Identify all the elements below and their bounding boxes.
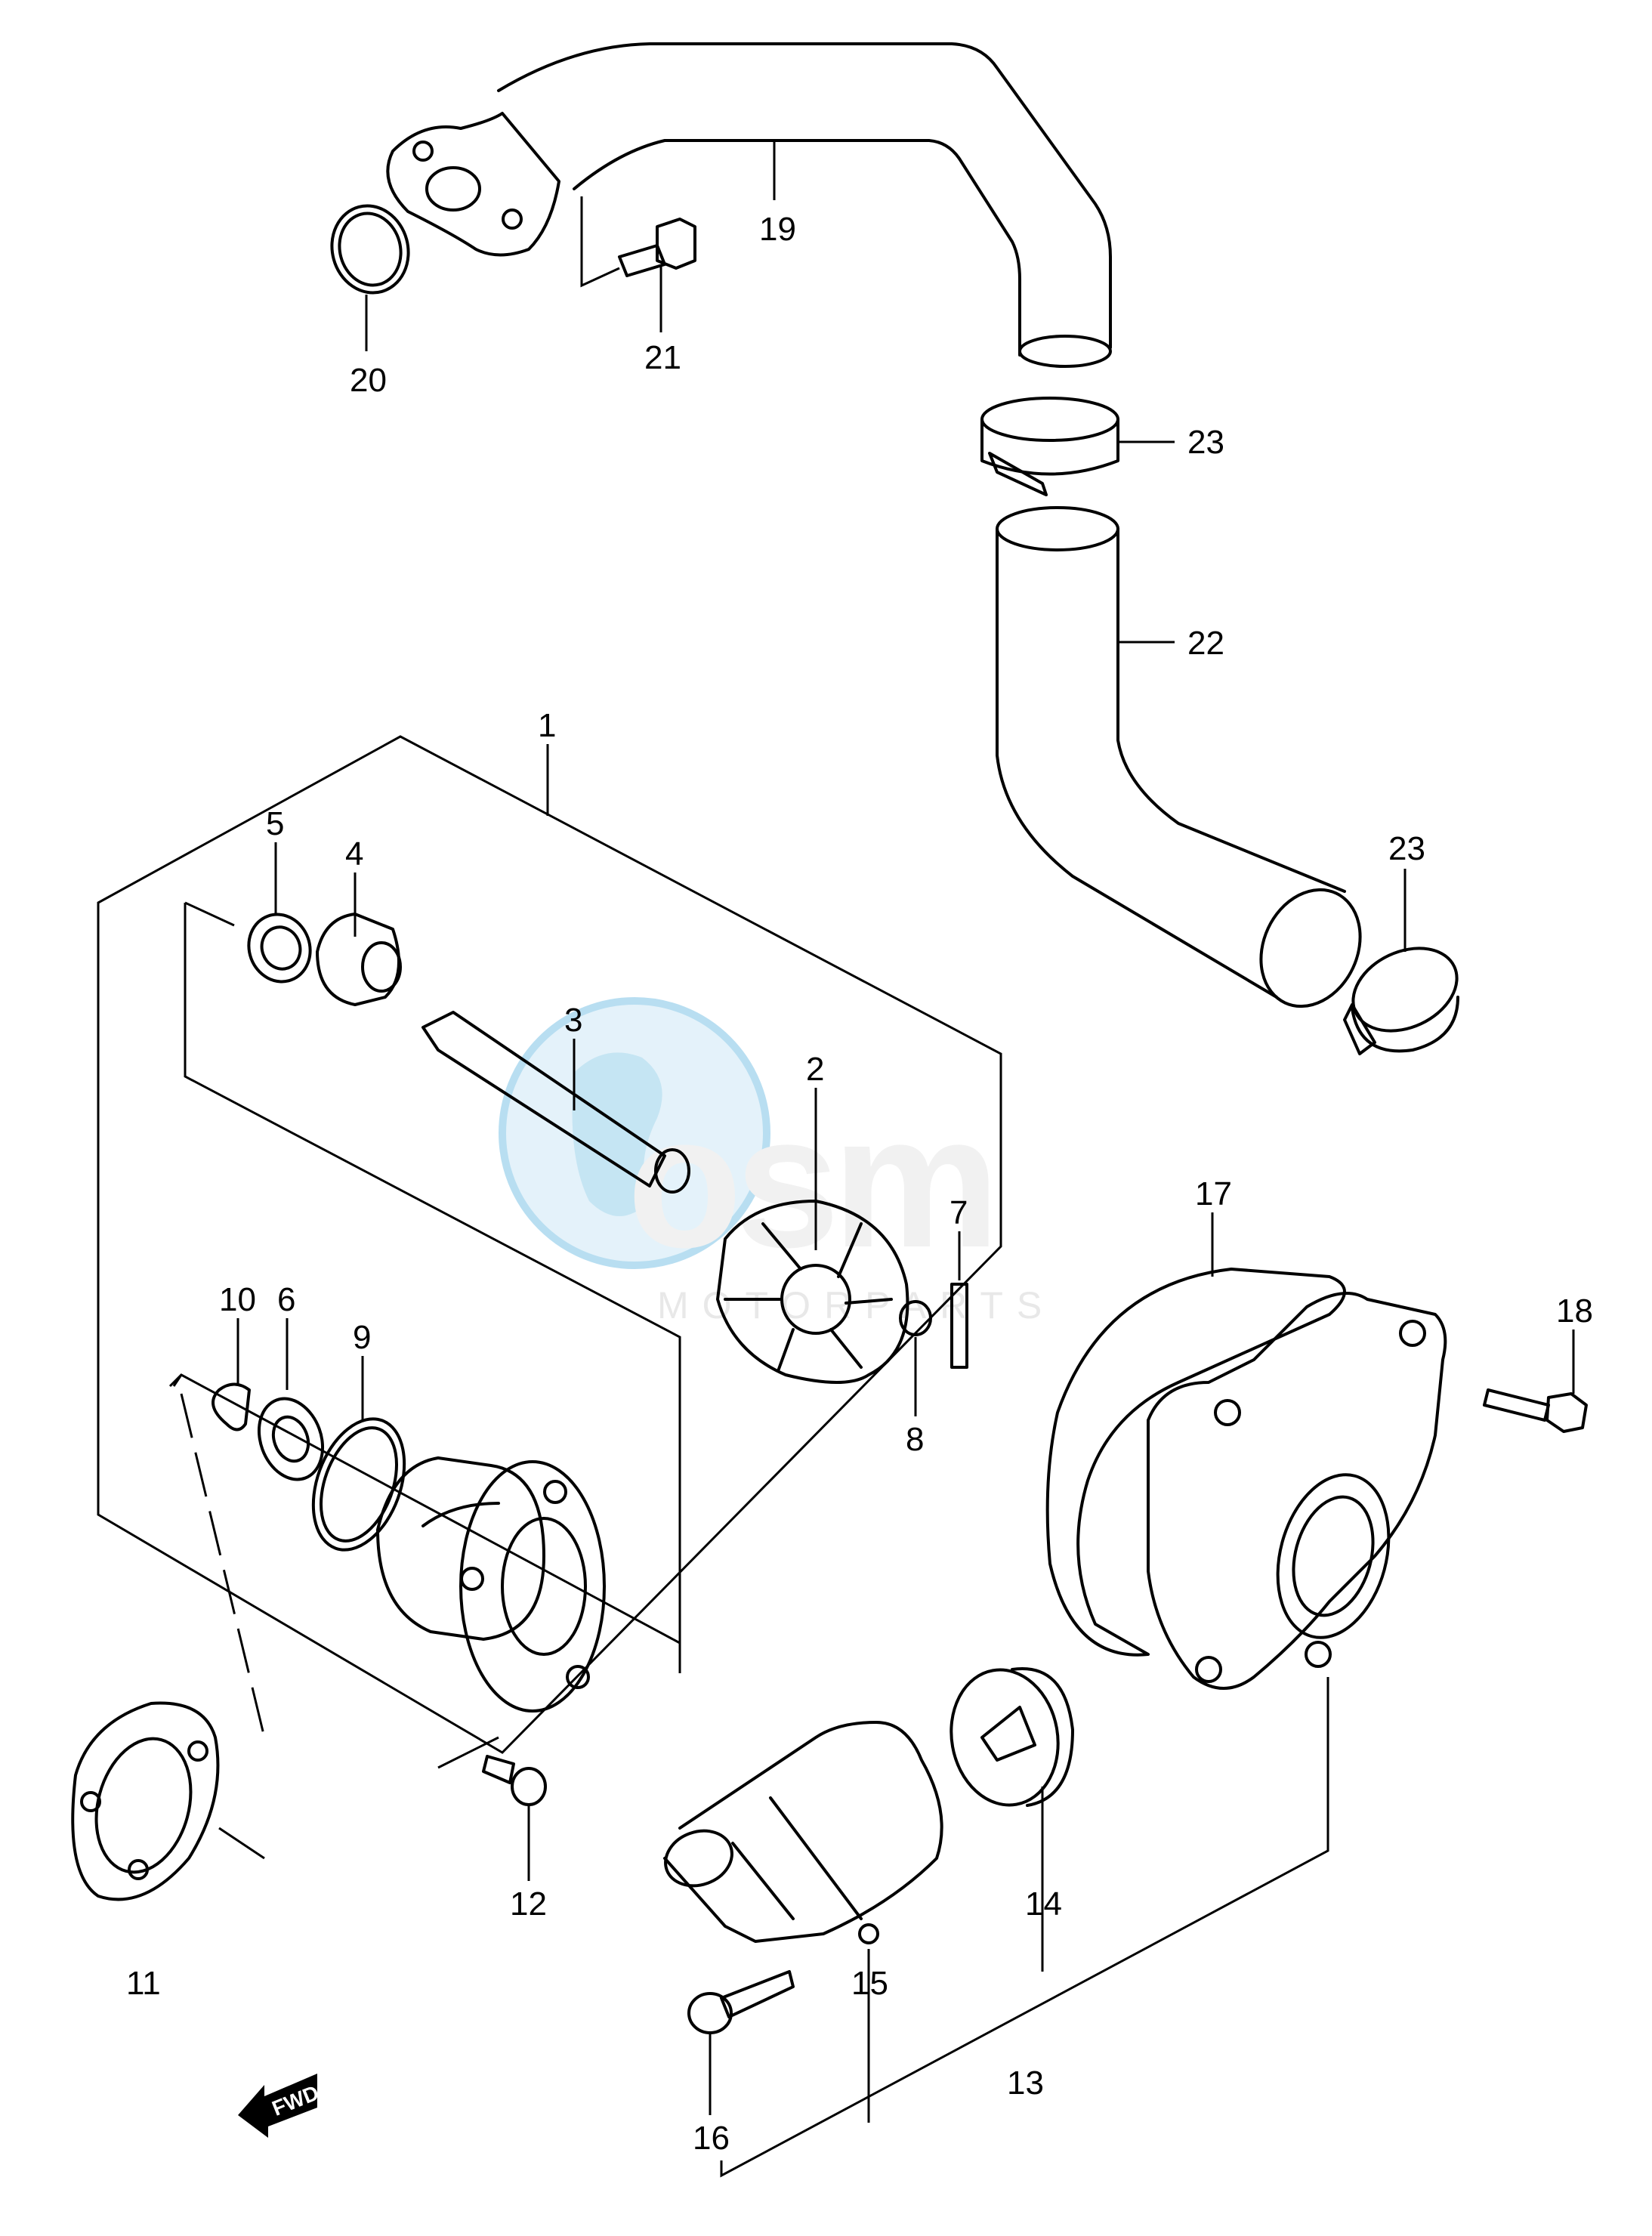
part-4-mechanical-seal bbox=[316, 913, 402, 1006]
callout-2: 2 bbox=[806, 1051, 824, 1088]
callout-23-upper: 23 bbox=[1187, 424, 1224, 461]
part-6-bearing bbox=[257, 1397, 325, 1481]
part-22-water-hose bbox=[996, 506, 1362, 1008]
watermark-logo-text: osm bbox=[627, 1076, 993, 1286]
callout-18: 18 bbox=[1556, 1292, 1593, 1330]
callout-23-lower: 23 bbox=[1388, 830, 1425, 867]
callout-3: 3 bbox=[564, 1002, 582, 1039]
part-17-pump-cover-gasket bbox=[1045, 1268, 1346, 1657]
callout-13: 13 bbox=[1007, 2065, 1044, 2102]
callout-8: 8 bbox=[906, 1421, 924, 1458]
callout-labels: 19 20 21 23 22 23 1 5 4 3 2 7 8 10 6 9 1… bbox=[126, 211, 1593, 2157]
part-23-hose-clamp-upper bbox=[980, 397, 1119, 496]
callout-12: 12 bbox=[510, 1885, 547, 1923]
callout-14: 14 bbox=[1025, 1885, 1062, 1923]
callout-6: 6 bbox=[277, 1281, 295, 1318]
part-8-washer bbox=[899, 1300, 932, 1336]
part-3-impeller-shaft bbox=[421, 1011, 690, 1194]
callout-11: 11 bbox=[126, 1965, 161, 2002]
part-14-thermostat bbox=[950, 1667, 1074, 1807]
pump-cover bbox=[1147, 1292, 1447, 1690]
fwd-arrow-icon: FWD bbox=[238, 2074, 323, 2138]
part-18-bolt bbox=[1483, 1388, 1588, 1433]
watermark: osm MOTORPARTS bbox=[499, 997, 1055, 1326]
callout-4: 4 bbox=[345, 835, 363, 872]
callout-20: 20 bbox=[350, 362, 387, 399]
pump-body bbox=[376, 1456, 606, 1713]
callout-16: 16 bbox=[693, 2120, 730, 2157]
part-10-e-ring bbox=[212, 1382, 251, 1431]
callout-7: 7 bbox=[950, 1194, 968, 1231]
watermark-sub-text: MOTORPARTS bbox=[657, 1284, 1055, 1326]
callout-21: 21 bbox=[644, 339, 681, 376]
part-2-impeller bbox=[716, 1200, 909, 1384]
callout-1: 1 bbox=[538, 707, 556, 744]
part-23-hose-clamp-lower bbox=[1343, 947, 1459, 1055]
part-16-screw bbox=[687, 1970, 795, 2034]
part-12-screw bbox=[437, 1736, 547, 1806]
part-15-thermostat-cover bbox=[663, 1721, 943, 1944]
part-19-water-pipe bbox=[386, 42, 1112, 368]
callout-9: 9 bbox=[353, 1319, 371, 1356]
watermark-globe-icon bbox=[499, 997, 770, 1269]
callout-17: 17 bbox=[1195, 1175, 1232, 1212]
part-21-bolt bbox=[580, 196, 696, 288]
callout-19: 19 bbox=[759, 211, 796, 248]
part-7-pin bbox=[950, 1283, 968, 1369]
callout-10: 10 bbox=[219, 1281, 256, 1318]
part-5-oil-seal bbox=[247, 913, 312, 984]
callout-22: 22 bbox=[1187, 625, 1224, 662]
callout-15: 15 bbox=[851, 1965, 888, 2002]
part-11-gasket bbox=[71, 1374, 266, 1901]
part-9-o-ring bbox=[311, 1417, 406, 1552]
leader-lines bbox=[236, 140, 1575, 2115]
part-20-o-ring bbox=[330, 204, 410, 295]
callout-5: 5 bbox=[266, 805, 284, 842]
